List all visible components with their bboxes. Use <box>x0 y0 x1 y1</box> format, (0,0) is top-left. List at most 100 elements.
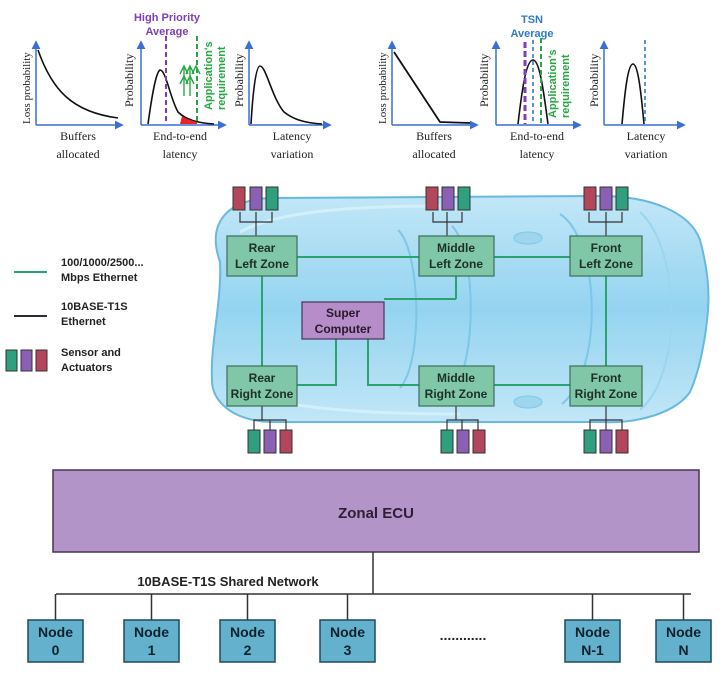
svg-text:Actuators: Actuators <box>61 362 112 374</box>
requirement-label: Application's <box>203 41 215 110</box>
graph-ylabel: Probability <box>232 54 246 107</box>
svg-text:10BASE-T1S: 10BASE-T1S <box>61 301 128 313</box>
node-label: Node <box>330 624 365 640</box>
node-number: 1 <box>148 642 156 658</box>
average-label: TSN <box>521 14 543 26</box>
graph-variation-right: Probability Latency variation <box>587 40 686 161</box>
node-rect <box>655 619 712 663</box>
graph-loss-probability-left: Loss probability Buffers allocated <box>21 40 124 161</box>
graph-xlabel: End-to-end <box>510 129 564 143</box>
nodes: Node0Node1Node2Node3NodeN-1NodeN........… <box>27 594 712 663</box>
node-number: 0 <box>52 642 60 658</box>
sensor-group-front-left <box>583 186 629 211</box>
node-number: 3 <box>344 642 352 658</box>
svg-text:Left Zone: Left Zone <box>579 257 633 271</box>
svg-text:Right Zone: Right Zone <box>231 387 294 401</box>
node-box: Node 2 <box>219 594 276 663</box>
zone-front-right: Front Right Zone <box>569 365 643 407</box>
node-box: Node 1 <box>123 594 180 663</box>
node-rect <box>219 619 276 663</box>
svg-text:Left Zone: Left Zone <box>235 257 289 271</box>
graph-xlabel: variation <box>271 147 314 161</box>
average-label: High Priority <box>134 12 201 24</box>
graph-ylabel: Loss probability <box>377 52 389 124</box>
node-label: Node <box>134 624 169 640</box>
svg-text:100/1000/2500...: 100/1000/2500... <box>61 257 144 269</box>
node-rect <box>319 619 376 663</box>
probability-graphs: Loss probability Buffers allocated Proba… <box>21 12 686 161</box>
graph-ylabel: Probability <box>587 54 601 107</box>
t1s-sensor-connections <box>239 212 623 430</box>
zone-front-left: Front Left Zone <box>569 235 643 277</box>
average-label: Average <box>145 26 188 38</box>
sensor-group-front-right <box>583 429 629 454</box>
node-box: Node 3 <box>319 594 376 663</box>
node-label: Node <box>38 624 73 640</box>
graph-xlabel: allocated <box>412 147 455 161</box>
graph-xlabel: variation <box>625 147 668 161</box>
node-number: N-1 <box>581 642 604 658</box>
zone-rear-right: Rear Right Zone <box>226 365 298 407</box>
svg-text:Right Zone: Right Zone <box>425 387 488 401</box>
graph-xlabel: latency <box>520 147 555 161</box>
ethernet-connections <box>261 256 607 386</box>
node-label: Node <box>230 624 265 640</box>
legend-sensor-swatch <box>5 349 48 372</box>
graph-xlabel: Latency <box>627 129 666 143</box>
svg-text:Left Zone: Left Zone <box>429 257 483 271</box>
tail-area <box>180 116 197 124</box>
sensor-group-rear-left <box>232 186 279 211</box>
requirement-label: Application's <box>547 49 559 118</box>
node-rect <box>27 619 84 663</box>
zonal-ecu: Zonal ECU <box>52 469 700 553</box>
node-ellipsis: ............ <box>440 627 487 643</box>
graph-latency-left: Probability High Priority Average Applic… <box>122 12 228 161</box>
svg-text:Front: Front <box>591 371 622 385</box>
node-label: Node <box>575 624 610 640</box>
svg-text:Rear: Rear <box>249 371 276 385</box>
zone-middle-right: Middle Right Zone <box>418 365 495 407</box>
graph-xlabel: latency <box>163 147 198 161</box>
average-label: Average <box>510 28 553 40</box>
zone-middle-left: Middle Left Zone <box>418 235 495 277</box>
graph-variation-left: Probability Latency variation <box>232 40 332 161</box>
graph-ylabel: Probability <box>477 54 491 107</box>
requirement-label: requirement <box>560 54 572 118</box>
svg-text:Super: Super <box>326 306 360 320</box>
graph-ylabel: Loss probability <box>21 52 33 124</box>
zone-rear-left: Rear Left Zone <box>226 235 298 277</box>
svg-text:Ethernet: Ethernet <box>61 316 106 328</box>
legend: 100/1000/2500... Mbps Ethernet 10BASE-T1… <box>5 257 144 374</box>
graph-ylabel: Probability <box>122 54 136 107</box>
svg-text:Right Zone: Right Zone <box>575 387 638 401</box>
graph-xlabel: Buffers <box>60 129 96 143</box>
graph-xlabel: Latency <box>273 129 312 143</box>
graph-xlabel: allocated <box>56 147 99 161</box>
graph-latency-right: Probability TSN Average Application's re… <box>477 14 582 161</box>
node-box: Node 0 <box>27 594 84 663</box>
node-number: N <box>678 642 688 658</box>
svg-text:Sensor and: Sensor and <box>61 347 121 359</box>
svg-text:Mbps Ethernet: Mbps Ethernet <box>61 272 138 284</box>
svg-text:Middle: Middle <box>437 241 475 255</box>
svg-text:Front: Front <box>591 241 622 255</box>
svg-text:Zonal ECU: Zonal ECU <box>338 505 414 522</box>
svg-text:Rear: Rear <box>249 241 276 255</box>
node-rect <box>564 619 621 663</box>
sensor-group-middle-right <box>440 429 486 454</box>
shift-arrows <box>179 64 201 96</box>
node-number: 2 <box>244 642 252 658</box>
graph-loss-probability-right: Loss probability Buffers allocated <box>377 40 479 161</box>
graph-xlabel: End-to-end <box>153 129 207 143</box>
sensor-group-rear-right <box>247 429 293 454</box>
node-label: Node <box>666 624 701 640</box>
super-computer: Super Computer <box>301 301 385 340</box>
graph-xlabel: Buffers <box>416 129 452 143</box>
requirement-label: requirement <box>216 46 228 110</box>
svg-text:Computer: Computer <box>315 322 372 336</box>
sensor-group-middle-left <box>425 186 471 211</box>
shared-network-label: 10BASE-T1S Shared Network <box>137 574 319 589</box>
